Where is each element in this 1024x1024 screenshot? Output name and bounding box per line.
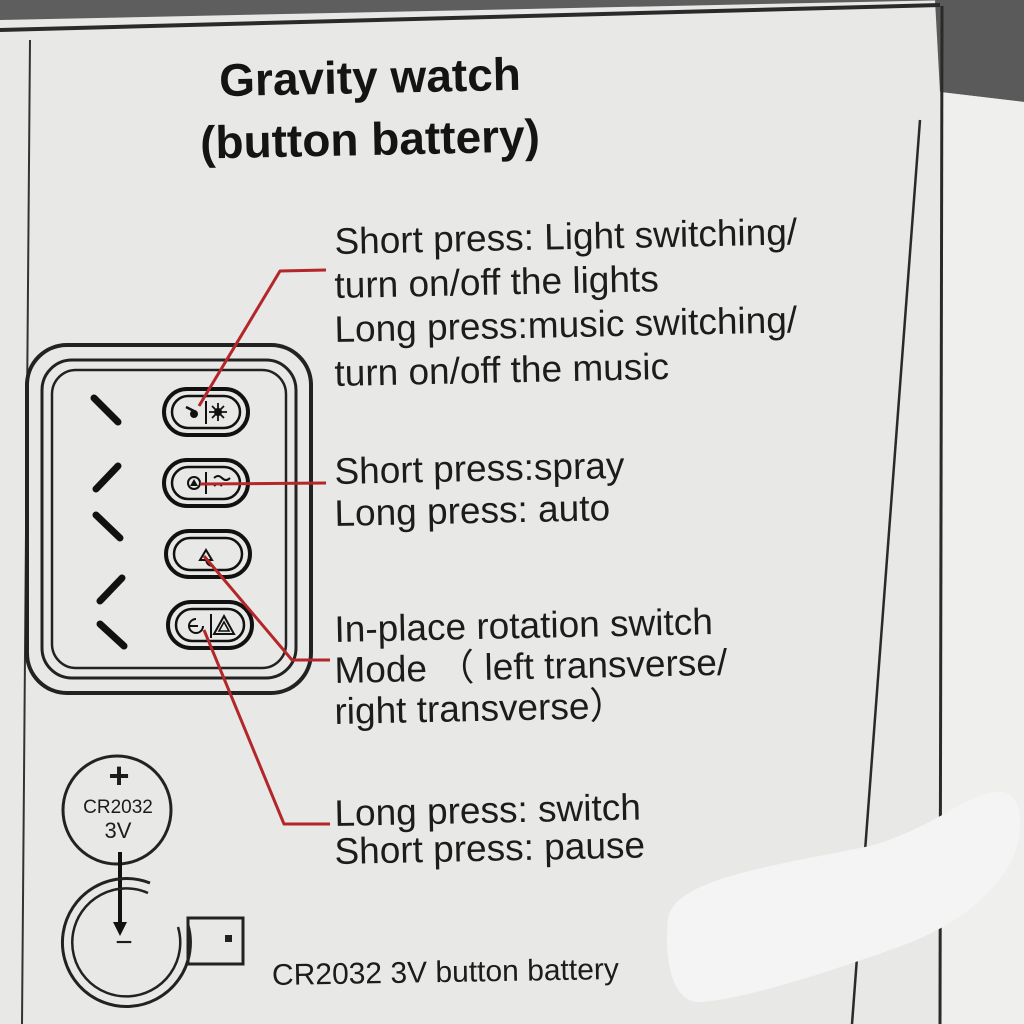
- leader-line-2: [199, 481, 327, 486]
- battery-holder-tab: [186, 916, 245, 966]
- direction-mark: [92, 462, 122, 493]
- light-music-icon: [185, 401, 227, 424]
- leader-line-1: [197, 268, 327, 407]
- button-1-desc-line-4: turn on/off the music: [334, 345, 670, 394]
- battery-diagram: [60, 754, 245, 1009]
- battery-holder-inner: [71, 887, 182, 998]
- remote-middle-outline: [40, 358, 298, 680]
- direction-mark: [90, 394, 122, 426]
- leader-line-4: [202, 629, 330, 826]
- remote-button-1[interactable]: [162, 387, 250, 437]
- battery-caption: CR2032 3V button battery: [271, 952, 620, 993]
- redacted-area: [667, 791, 1021, 1003]
- page-title: Gravity watch: [218, 47, 522, 107]
- battery-minus-sign: −: [115, 926, 133, 959]
- background-shadow: [935, 0, 1024, 102]
- button-1-desc-line-2: turn on/off the lights: [334, 258, 660, 306]
- remote-inner-outline: [50, 368, 288, 670]
- battery-model: CR2032: [83, 797, 153, 818]
- direction-mark: [92, 511, 124, 542]
- direction-marks: [90, 394, 128, 650]
- battery-lead-arrow: [113, 922, 127, 936]
- button-2-desc-line-2: Long press: auto: [334, 487, 611, 534]
- frame-top-line: [0, 3, 941, 32]
- battery-plus-sign: +: [108, 755, 130, 796]
- remote-button-3[interactable]: [164, 529, 252, 579]
- mode-pause-icon: [188, 613, 236, 638]
- remote-button-3-inner: [172, 536, 244, 572]
- battery-holder-contact: [225, 935, 232, 942]
- box-side-panel: [940, 92, 1024, 1024]
- direction-mark: [96, 574, 126, 605]
- page-subtitle: (button battery): [199, 109, 541, 169]
- button-4-desc-line-2: Short press: pause: [334, 824, 646, 872]
- button-3-desc-line-3: right transverse）: [334, 684, 627, 732]
- battery-holder-outer: [60, 877, 192, 1009]
- battery-voltage: 3V: [104, 818, 132, 843]
- direction-mark: [96, 620, 128, 650]
- remote-outer-outline: [25, 343, 313, 695]
- battery-coin: [61, 754, 173, 866]
- leader-line-3: [202, 555, 330, 662]
- leader-lines: [197, 268, 330, 826]
